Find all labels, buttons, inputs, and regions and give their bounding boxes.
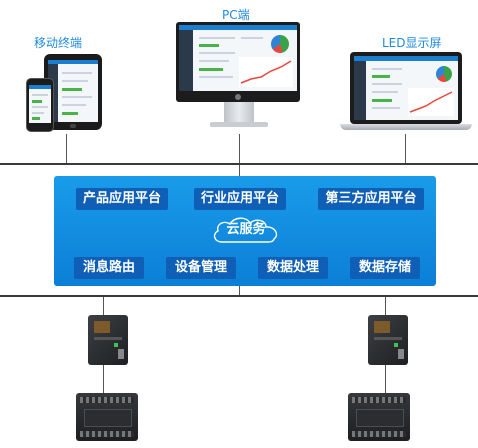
connector-cloud-bottom xyxy=(239,286,240,295)
service-device-management: 设备管理 xyxy=(166,257,236,279)
cloud-icon: 云服务 xyxy=(210,216,282,246)
connector-plc-left xyxy=(103,365,104,393)
connector-pc xyxy=(239,134,240,163)
platform-third-party-app: 第三方应用平台 xyxy=(318,188,424,210)
connector-led xyxy=(405,134,406,163)
bottom-bus-line xyxy=(0,295,478,297)
line-chart-icon xyxy=(239,57,293,87)
service-data-storage: 数据存储 xyxy=(350,257,420,279)
gateway-device-icon xyxy=(88,315,128,365)
line-chart-icon xyxy=(408,88,454,116)
connector-cloud-top xyxy=(239,165,240,176)
pie-chart-icon xyxy=(271,35,289,53)
led-screen xyxy=(350,52,462,124)
connector-gateway-right xyxy=(385,297,386,315)
service-data-processing: 数据处理 xyxy=(258,257,328,279)
connector-mobile xyxy=(66,134,67,163)
phone-icon xyxy=(26,78,54,132)
pie-chart-icon xyxy=(436,66,452,82)
led-display-label: LED显示屏 xyxy=(382,36,442,50)
platform-product-app: 产品应用平台 xyxy=(76,188,168,210)
mobile-devices-illustration xyxy=(22,50,106,134)
pc-label: PC端 xyxy=(222,8,250,22)
plc-device-icon xyxy=(348,393,410,441)
mobile-terminal-label: 移动终端 xyxy=(34,36,83,50)
monitor-screen xyxy=(176,22,300,102)
pc-monitor-illustration xyxy=(174,22,304,134)
top-bus-line xyxy=(0,163,478,165)
connector-plc-right xyxy=(385,365,386,393)
service-message-routing: 消息路由 xyxy=(74,257,144,279)
plc-device-icon xyxy=(76,393,138,441)
led-display-illustration xyxy=(340,52,472,134)
platform-industry-app: 行业应用平台 xyxy=(194,188,286,210)
cloud-service-label: 云服务 xyxy=(226,222,266,237)
cloud-platform-panel: 产品应用平台 行业应用平台 第三方应用平台 云服务 消息路由 设备管理 数据处理… xyxy=(54,176,436,286)
gateway-device-icon xyxy=(368,315,408,365)
connector-gateway-left xyxy=(103,297,104,315)
